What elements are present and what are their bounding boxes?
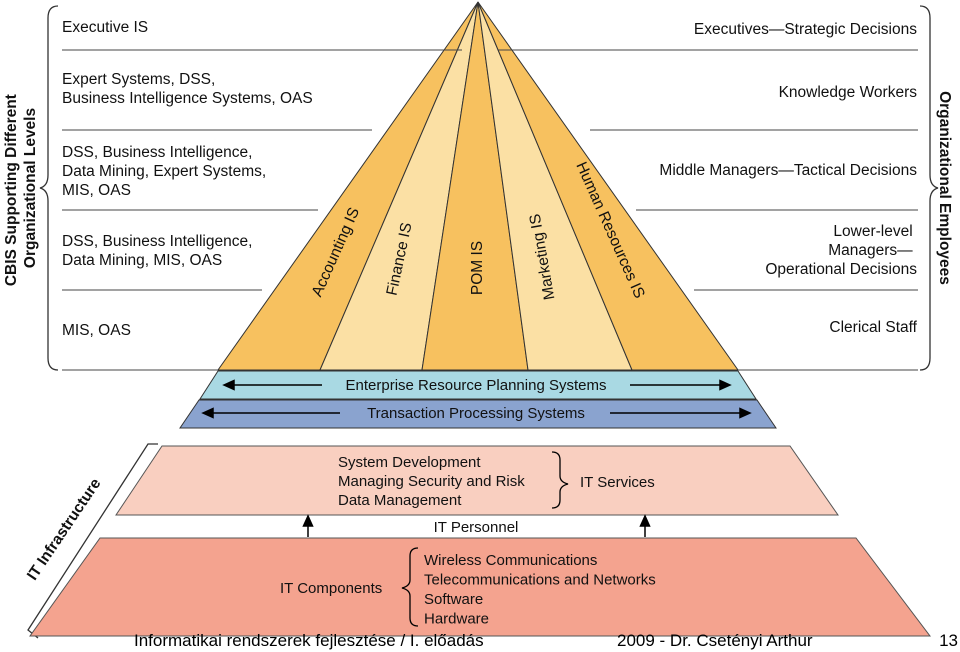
it-personnel-label: IT Personnel [434, 519, 519, 536]
levels-right: Executives—Strategic Decisions Knowledge… [659, 21, 917, 336]
tps-label: Transaction Processing Systems [367, 405, 585, 422]
footer-center: 2009 - Dr. Csetényi Arthur [617, 631, 813, 650]
level-right-4: Lower-level Managers— Operational Decisi… [765, 223, 917, 278]
tps-band [179, 399, 777, 429]
left-bracket-label: CBIS Supporting Different Organizational… [3, 90, 39, 286]
tps-arrows [201, 407, 752, 419]
level-left-5: MIS, OAS [62, 322, 131, 339]
level-left-2: Expert Systems, DSS, Business Intelligen… [62, 71, 313, 107]
level-left-1: Executive IS [62, 19, 148, 36]
it-services-brace [551, 451, 569, 509]
level-lines [62, 49, 918, 371]
left-brace [39, 5, 59, 371]
it-services-block [115, 445, 839, 516]
it-components-items: Wireless Communications Telecommunicatio… [424, 552, 660, 628]
erp-arrows [222, 379, 732, 391]
pyramid [217, 1, 739, 371]
erp-label: Enterprise Resource Planning Systems [346, 377, 607, 394]
footer-page-number: 13 [939, 631, 958, 650]
level-right-2: Knowledge Workers [779, 84, 918, 101]
level-right-3: Middle Managers—Tactical Decisions [659, 162, 917, 179]
right-brace [919, 5, 939, 371]
right-bracket-label: Organizational Employees [936, 91, 953, 285]
footer-left: Informatikai rendszerek fejlesztése / I.… [134, 631, 484, 650]
level-right-5: Clerical Staff [829, 319, 917, 336]
pyramid-section-hr [477, 1, 739, 371]
it-services-label: IT Services [580, 474, 655, 491]
level-right-1: Executives—Strategic Decisions [694, 21, 917, 38]
it-components-label: IT Components [280, 580, 382, 597]
it-components-brace [401, 547, 419, 627]
level-left-4: DSS, Business Intelligence, Data Mining,… [62, 233, 257, 269]
it-components-block [29, 537, 932, 637]
functional-area-pom: POM IS [469, 241, 486, 295]
erp-band [199, 370, 757, 400]
it-services-items: System Development Managing Security and… [338, 454, 529, 509]
it-personnel-arrows [302, 514, 651, 537]
level-left-3: DSS, Business Intelligence, Data Mining,… [62, 144, 270, 199]
levels-left: Executive IS Expert Systems, DSS, Busine… [62, 19, 313, 339]
